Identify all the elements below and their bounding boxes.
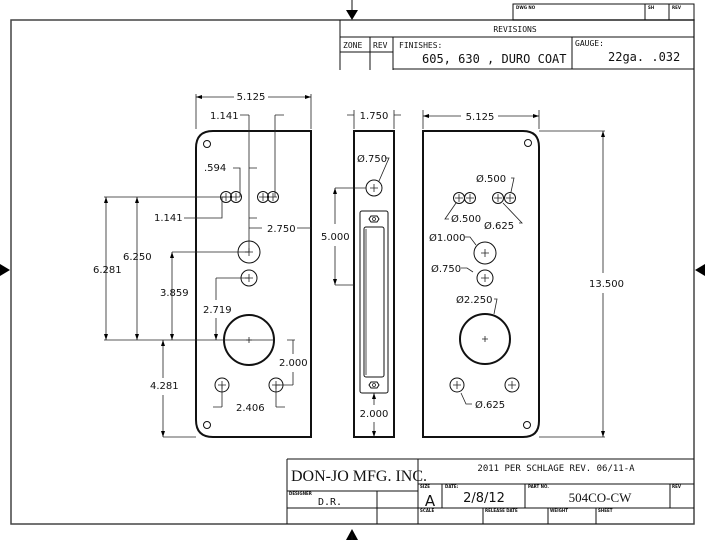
revision-note: 2011 PER SCHLAGE REV. 06/11-A xyxy=(477,464,635,474)
cylinder-hole xyxy=(459,313,511,365)
hole xyxy=(492,192,504,204)
mounting-hole-top xyxy=(203,140,211,148)
dim-back-width: 5.125 xyxy=(466,112,495,123)
dim-front-3859: 3.859 xyxy=(160,288,189,299)
side-view: 1.750 Ø.750 5.000 2.000 xyxy=(321,110,401,438)
dim-back-dia-1000: Ø1.000 xyxy=(429,232,466,244)
dim-side-2000: 2.000 xyxy=(360,409,389,420)
latch-slot xyxy=(363,226,385,378)
zone-column-header: ZONE xyxy=(343,41,362,50)
mounting-hole-top xyxy=(524,139,532,147)
release-date-label: RELEASE DATE xyxy=(485,508,518,513)
screw-top-icon xyxy=(368,215,380,223)
mounting-hole-bottom xyxy=(523,421,531,429)
date-label: DATE: xyxy=(445,484,459,489)
left-center-arrow-icon xyxy=(0,264,10,276)
dwg-no-label: DWG NO xyxy=(516,5,536,10)
rev-top-label: REV xyxy=(672,5,682,10)
screw-bottom-icon xyxy=(368,381,380,389)
part-no-value: 504CO-CW xyxy=(569,490,633,505)
dim-side-5000: 5.000 xyxy=(321,232,350,243)
scale-label: SCALE xyxy=(420,508,434,513)
gauge-label: GAUGE: xyxy=(575,39,604,48)
dim-back-height: 13.500 xyxy=(589,279,624,290)
sh-label: SH xyxy=(648,5,654,10)
dim-front-4281: 4.281 xyxy=(150,381,179,392)
dim-front-width: 5.125 xyxy=(237,92,266,103)
date-value: 2/8/12 xyxy=(463,491,505,506)
back-view: 5.125 13.500 Ø.500 Ø.500 Ø.625 Ø1.000 Ø.… xyxy=(422,110,624,438)
dim-front-1141-top: 1.141 xyxy=(210,111,239,122)
rev-bottom-label: REV xyxy=(672,484,682,489)
sheet-label: SHEET xyxy=(598,508,613,513)
company-name: DON-JO MFG. INC. xyxy=(291,468,427,485)
hole xyxy=(476,269,494,287)
rev-column-header: REV xyxy=(373,41,388,50)
title-block: DON-JO MFG. INC. 2011 PER SCHLAGE REV. 0… xyxy=(286,458,694,524)
dim-front-2406: 2.406 xyxy=(236,403,265,414)
dim-front-2000: 2.000 xyxy=(279,358,308,369)
dim-back-dia-500-left: Ø.500 xyxy=(451,213,481,225)
dim-front-2750: 2.750 xyxy=(267,224,296,235)
hole xyxy=(267,191,279,203)
hole xyxy=(230,191,242,203)
dim-back-dia-625-top: Ø.625 xyxy=(484,220,514,232)
front-view: 5.125 1.141 .594 1.141 2.750 6.281 6.250… xyxy=(93,92,312,438)
finishes-label: FINISHES: xyxy=(399,41,442,50)
weight-label: WEIGHT xyxy=(550,508,568,513)
revision-block: DWG NO SH REV REVISIONS ZONE REV FINISHE… xyxy=(339,3,695,70)
dim-front-594: .594 xyxy=(204,163,226,174)
dim-back-dia-500-right: Ø.500 xyxy=(476,173,506,185)
top-center-arrow-icon xyxy=(346,0,358,20)
hole xyxy=(464,192,476,204)
dim-side-width: 1.750 xyxy=(360,111,389,122)
hole xyxy=(473,241,497,265)
size-label: SIZE xyxy=(420,484,430,489)
dim-front-2719: 2.719 xyxy=(203,305,232,316)
part-no-label: PART NO. xyxy=(528,484,549,489)
gauge-value: 22ga. .032 xyxy=(608,50,680,64)
hole xyxy=(504,377,520,393)
designer-label: DESIGNER xyxy=(289,491,312,496)
hole xyxy=(504,192,516,204)
dim-front-6250: 6.250 xyxy=(123,252,152,263)
dim-back-dia-750: Ø.750 xyxy=(431,263,461,275)
hole xyxy=(257,191,269,203)
dim-back-dia-2250: Ø2.250 xyxy=(456,294,493,306)
right-center-arrow-icon xyxy=(695,264,705,276)
front-plate-outline xyxy=(195,130,312,438)
designer-value: D.R. xyxy=(318,497,342,508)
mounting-hole-bottom xyxy=(203,421,211,429)
dim-front-6281: 6.281 xyxy=(93,265,122,276)
hole xyxy=(449,377,465,393)
revisions-header: REVISIONS xyxy=(493,25,537,34)
bottom-center-arrow-icon xyxy=(346,529,358,540)
dim-back-dia-625-bottom: Ø.625 xyxy=(475,399,505,411)
size-value: A xyxy=(425,492,436,510)
finishes-value: 605, 630 , DURO COAT xyxy=(422,52,567,66)
drawing-border xyxy=(10,19,695,525)
back-plate-outline xyxy=(422,130,540,438)
dim-side-hole-dia: Ø.750 xyxy=(357,153,387,165)
dim-front-1141-left: 1.141 xyxy=(154,213,183,224)
